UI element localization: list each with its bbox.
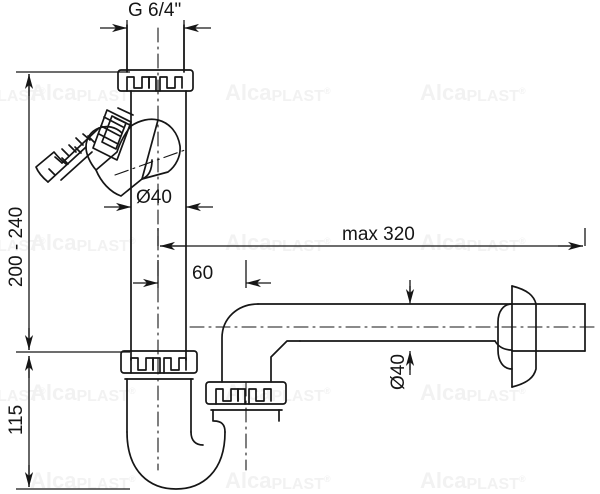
top-union-nut — [117, 69, 194, 92]
watermark-alca: AlcaPLAST® — [420, 80, 526, 105]
hose-connector — [35, 107, 181, 197]
dim-label-height-range: 200 - 240 — [6, 207, 27, 287]
centre-lines — [114, 27, 597, 471]
dim-label-max-reach: max 320 — [342, 224, 415, 245]
watermark-alca: AlcaPLAST® — [30, 380, 136, 405]
dimension-offset — [133, 260, 271, 288]
dim-label-pipe-diameter-top: Ø40 — [136, 187, 172, 208]
outlet-elbow — [221, 303, 513, 383]
watermark-alca: AlcaPLAST® — [420, 380, 526, 405]
watermark-alca: AlcaPLAST® — [30, 230, 136, 255]
dimension-thread — [100, 20, 211, 70]
dimension-height-range — [16, 71, 130, 353]
watermark-alca: AlcaPLAST® — [225, 468, 331, 493]
wall-rosette — [494, 285, 537, 388]
dim-label-offset: 60 — [192, 263, 213, 284]
watermark-alca: AlcaPLAST® — [225, 230, 331, 255]
inlet-pipe — [130, 90, 187, 361]
dim-label-thread: G 6/4" — [128, 0, 181, 21]
trap-bowl — [126, 378, 226, 490]
watermark-alca: AlcaPLAST® — [420, 468, 526, 493]
dimension-trap-height — [16, 356, 130, 490]
watermark-alca: AlcaPLAST® — [420, 230, 526, 255]
dim-label-trap-height: 115 — [6, 405, 27, 435]
watermark-alca: AlcaPLAST® — [225, 380, 331, 405]
lower-union-nut — [120, 350, 198, 380]
dim-label-outlet-diameter: Ø40 — [388, 354, 409, 390]
dimension-text-layer: G 6/4" Ø40 max 320 60 200 - 240 115 Ø40 — [6, 0, 415, 435]
watermark-alca: AlcaPLAST® — [30, 80, 136, 105]
inlet-pipe-upper — [126, 24, 185, 73]
watermark-alca: AlcaPLAST® — [225, 80, 331, 105]
dimension-max-reach — [157, 228, 586, 251]
